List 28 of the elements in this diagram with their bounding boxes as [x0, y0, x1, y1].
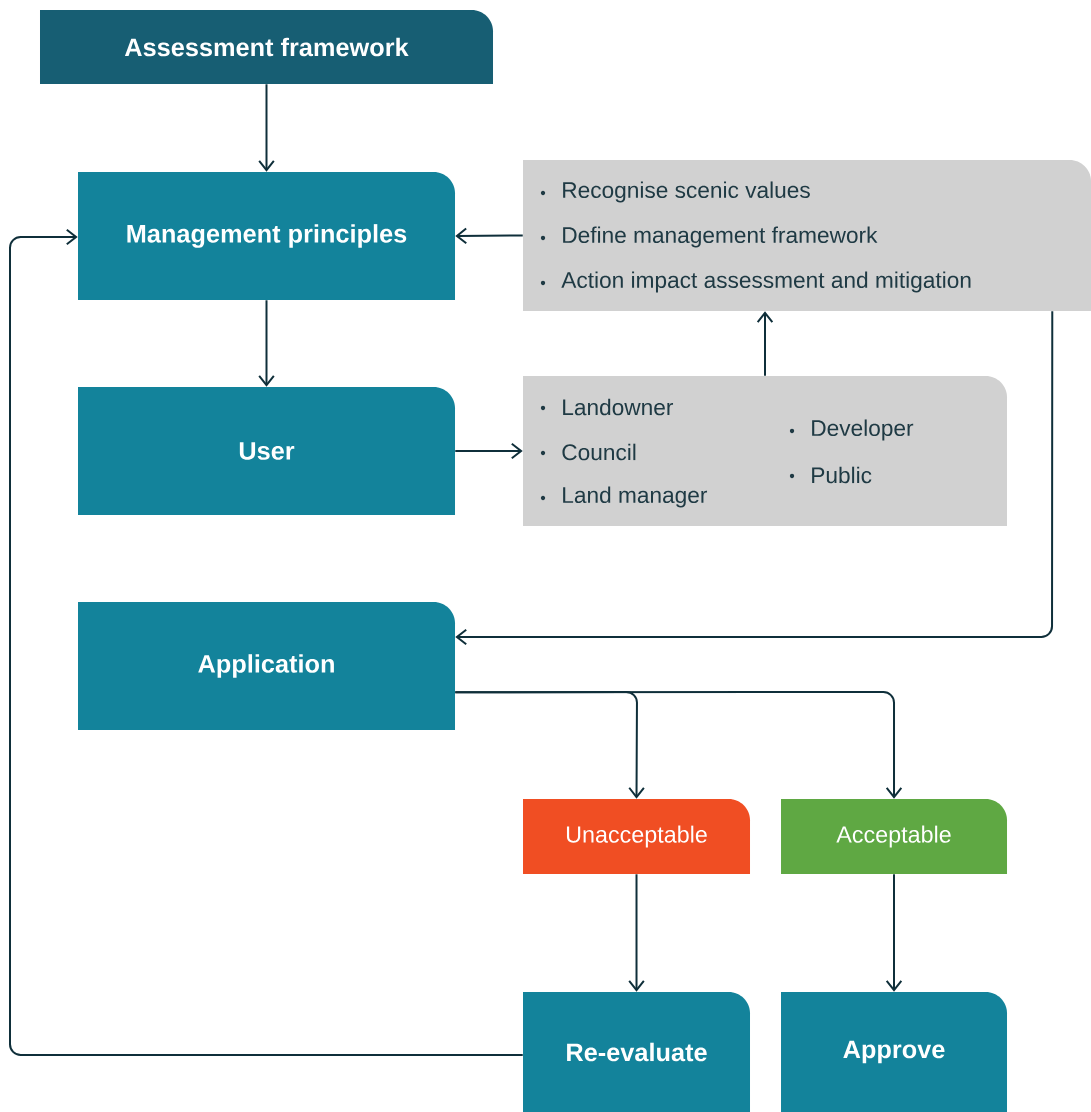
bullet-item: Recognise scenic values	[540, 181, 810, 203]
arrow	[454, 442, 523, 460]
arrow	[455, 227, 524, 245]
bullet-item: Public	[789, 466, 872, 484]
process-box: Approve	[781, 992, 1007, 1112]
arrow	[454, 691, 903, 799]
bullet-item: Define management framework	[540, 226, 878, 248]
bullet-item: Action impact assessment and mitigation	[540, 271, 971, 293]
process-box: Application	[78, 602, 455, 730]
bullet-item: Council	[540, 443, 636, 461]
arrow	[885, 873, 903, 992]
arrow	[258, 299, 275, 387]
process-box: Assessment framework	[40, 10, 493, 84]
outcome-box: Unacceptable	[523, 799, 750, 874]
outcome-box: Acceptable	[781, 799, 1007, 874]
bullet-item: Landowner	[540, 398, 674, 416]
list-box	[523, 160, 1091, 311]
list-box	[523, 376, 1007, 526]
arrow	[258, 83, 275, 172]
process-box: Re-evaluate	[523, 992, 750, 1112]
arrow	[628, 873, 645, 992]
process-box: User	[78, 387, 455, 515]
arrow	[455, 310, 1054, 646]
arrow	[9, 228, 524, 1056]
process-box: Management principles	[78, 172, 455, 300]
arrow	[756, 311, 774, 377]
bullet-item: Land manager	[540, 486, 708, 508]
bullet-item: Developer	[789, 419, 914, 441]
